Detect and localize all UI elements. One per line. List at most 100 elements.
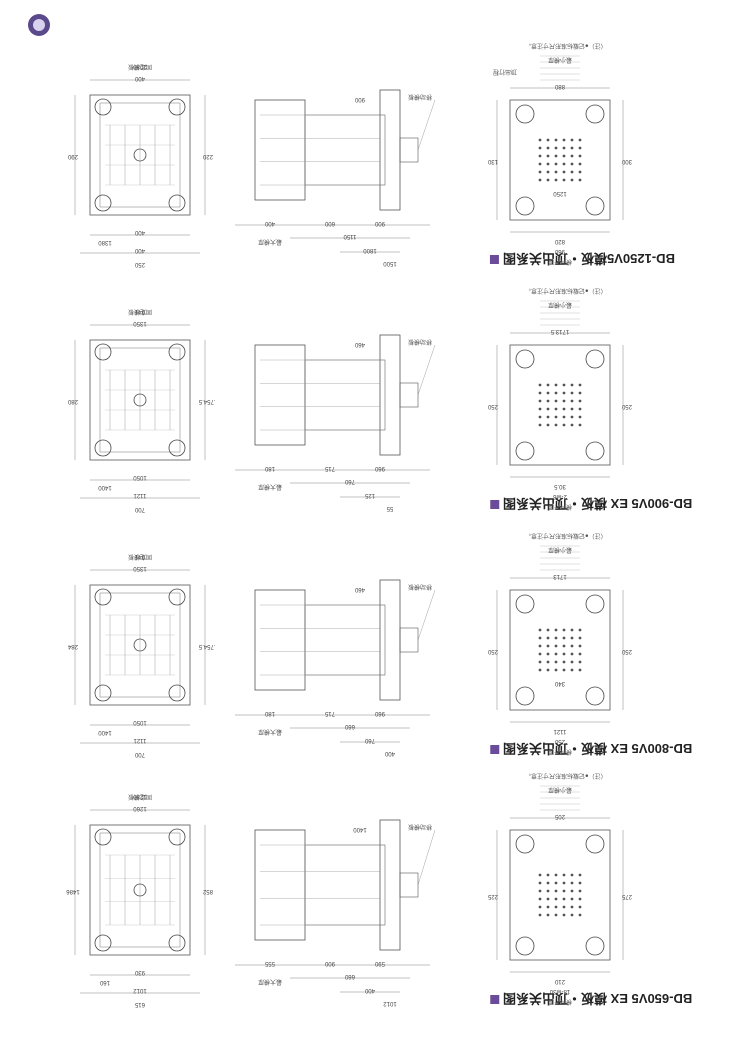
dimension-label: 400 <box>384 750 395 756</box>
ejector-hole <box>538 391 542 395</box>
ejector-hole <box>546 383 550 387</box>
ejector-hole <box>554 652 558 656</box>
tie-bar-hole <box>515 686 535 706</box>
ejector-hole <box>562 407 566 411</box>
ejector-hole <box>578 399 582 403</box>
ejector-hole <box>562 178 566 182</box>
ejector-hole <box>578 873 582 877</box>
dimension-label: 1713.5 <box>550 328 569 334</box>
dimension-label: 700 <box>134 751 145 757</box>
dimension-label: 1500 <box>383 260 397 266</box>
ejector-hole <box>570 881 574 885</box>
dimension-label: 400 <box>134 75 145 81</box>
ejector-hole <box>570 423 574 427</box>
dimension-label: 1012 <box>133 987 147 993</box>
tie-bar-hole <box>94 684 112 702</box>
ejector-hole <box>562 905 566 909</box>
ejector-hole <box>554 668 558 672</box>
dimension-label: 400 <box>264 220 275 226</box>
ejector-hole <box>578 170 582 174</box>
dimension-label: 555 <box>264 960 275 966</box>
tie-bar-hole <box>168 343 186 361</box>
ejector-hole <box>546 636 550 640</box>
ejector-hole <box>578 644 582 648</box>
ejector-hole <box>562 668 566 672</box>
ejector-hole <box>538 897 542 901</box>
dimension-label: 852 <box>202 888 213 894</box>
tie-bar-hole <box>168 194 186 212</box>
tie-bar-hole <box>168 588 186 606</box>
dimension-label: 900 <box>354 96 365 102</box>
dimension-label: 284 <box>67 643 78 649</box>
ejector-hole <box>578 415 582 419</box>
ejector-hole <box>578 897 582 901</box>
ejector-hole <box>578 668 582 672</box>
dimension-label: 660 <box>344 973 355 979</box>
ejector-hole <box>546 660 550 664</box>
ejector-hole <box>538 138 542 142</box>
ejector-hole <box>538 913 542 917</box>
dimension-label: 1230 <box>133 793 147 799</box>
ejector-hole <box>538 423 542 427</box>
ejector-hole <box>570 407 574 411</box>
tie-bar-hole <box>168 828 186 846</box>
ejector-hole <box>570 415 574 419</box>
ejector-hole <box>554 873 558 877</box>
tie-bar-hole <box>94 194 112 212</box>
dimension-label: 660 <box>344 723 355 729</box>
ejector-hole <box>546 178 550 182</box>
tie-bar-hole <box>515 196 535 216</box>
ejector-hole <box>578 889 582 893</box>
ejector-hole <box>554 399 558 403</box>
dimension-label: 1012 <box>383 1000 397 1006</box>
dimension-label: 1713 <box>553 573 567 579</box>
ejector-hole <box>562 399 566 403</box>
max-mold-label: 最大模厚 <box>258 483 282 491</box>
tie-bar-hole <box>515 441 535 461</box>
ejector-hole <box>554 660 558 664</box>
tie-bar-hole <box>168 439 186 457</box>
ejector-hole <box>562 170 566 174</box>
dimension-label: 1800 <box>363 247 377 253</box>
dimension-label: 1400 <box>98 729 112 735</box>
dimension-label: 205 <box>554 813 565 819</box>
ejector-hole <box>554 881 558 885</box>
ejector-hole <box>578 905 582 909</box>
dimension-label: 2030 <box>133 63 147 69</box>
dimension-label: 1486 <box>66 888 80 894</box>
ejector-hole <box>554 170 558 174</box>
ejector-hole <box>546 881 550 885</box>
ejector-hole <box>570 154 574 158</box>
ejector-hole <box>538 399 542 403</box>
ejector-hole <box>554 897 558 901</box>
ejector-hole <box>562 660 566 664</box>
dimension-label: 941 <box>134 308 145 314</box>
dimension-label: 590 <box>374 960 385 966</box>
ejector-hole <box>562 644 566 648</box>
dimension-label: 960 <box>374 710 385 716</box>
ejector-hole <box>546 423 550 427</box>
ejector-hole <box>546 399 550 403</box>
dimension-label: 400 <box>134 247 145 253</box>
dimension-label: 960 <box>554 248 565 254</box>
dimension-label: 400 <box>364 987 375 993</box>
tie-bar-hole <box>515 594 535 614</box>
ejector-hole <box>562 146 566 150</box>
min-mold-label: 最小模厚 <box>548 301 572 309</box>
dimension-label: 1754.5 <box>198 643 215 649</box>
ejector-hole <box>546 889 550 893</box>
ejector-hole <box>570 889 574 893</box>
dimension-label: 1400 <box>98 484 112 490</box>
dimension-label: 290 <box>67 153 78 159</box>
ejector-hole <box>538 881 542 885</box>
ejector-hole <box>538 162 542 166</box>
ejector-hole <box>562 138 566 142</box>
tie-bar-hole <box>168 684 186 702</box>
dimension-label: 340 <box>554 680 565 686</box>
